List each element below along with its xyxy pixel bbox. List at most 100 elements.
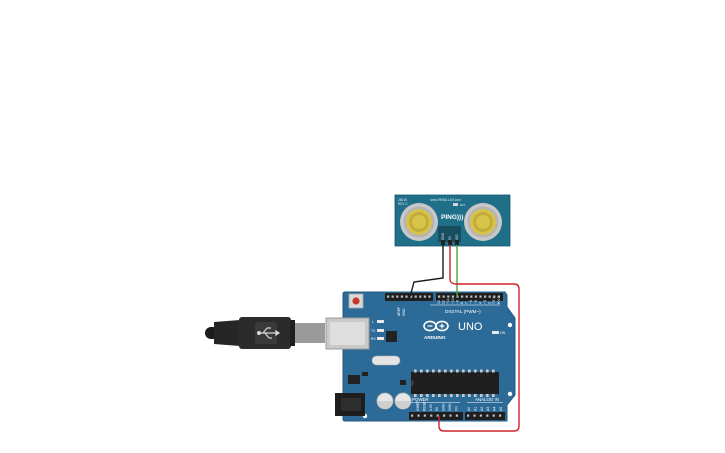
sensor-pin-header [438,226,461,242]
header-pin-hole[interactable] [436,414,439,417]
header-pin-hole[interactable] [423,414,426,417]
top-pin-number: 12 [442,300,446,304]
sensor-pin-label-gnd: GND [441,232,445,240]
header-pin-hole[interactable] [497,295,500,298]
usb-b-socket-face [330,322,365,345]
header-pin-hole[interactable] [492,414,495,417]
sensor-pin-5v[interactable] [448,240,452,245]
header-pin-hole[interactable] [405,295,408,298]
chip-pins-top [414,369,495,373]
header-pin-hole[interactable] [479,295,482,298]
digital-header-left[interactable] [385,293,433,301]
header-pin-hole[interactable] [387,295,390,298]
header-pin-hole[interactable] [474,295,477,298]
power-header-label: POWER [412,397,429,402]
header-pin-hole[interactable] [465,295,468,298]
chip-pin [414,394,417,397]
crystal-oscillator [371,355,401,366]
chip-pin [438,369,441,373]
header-pin-hole[interactable] [473,414,476,417]
chip-pin [474,394,477,397]
chip-pin [444,394,447,397]
chip-pin [486,394,489,397]
header-pin-hole[interactable] [443,414,446,417]
sensor-act-led [453,203,458,206]
header-pin-hole[interactable] [391,295,394,298]
header-pin-hole[interactable] [423,295,426,298]
smd-component [400,380,406,385]
led-l [377,320,384,323]
top-pin-number: ~11 [446,298,450,304]
power-header[interactable] [409,412,463,420]
chip-pin [444,369,447,373]
header-pin-hole[interactable] [428,295,431,298]
top-pin-number: ~3 [483,300,487,304]
chip-pin [450,394,453,397]
header-pin-hole[interactable] [400,295,403,298]
header-pin-hole[interactable] [451,295,454,298]
chip-pin [414,369,417,373]
wire-gnd-black[interactable] [409,245,444,298]
header-pin-hole[interactable] [484,295,487,298]
usb-chip [386,331,397,342]
header-pin-hole[interactable] [470,295,473,298]
header-pin-hole[interactable] [438,295,441,298]
pin-label-aref: AREF [397,307,401,316]
ping-ultrasonic-sensor[interactable]: www.PARALLAX.com 28015 REV C Act PING)))… [394,194,511,247]
wire-5v-red[interactable] [438,245,520,432]
power-pin-label: IOREF [416,401,420,411]
header-pin-hole[interactable] [411,414,414,417]
header-pin-hole[interactable] [486,414,489,417]
top-pin-number: 7 [465,302,469,304]
analog-pin-label: A5 [499,407,503,411]
header-pin-hole[interactable] [396,295,399,298]
bottom-pin-holes [411,414,502,417]
power-pin-label: 3.3V [429,403,433,411]
header-pin-hole[interactable] [417,414,420,417]
top-pin-holes [387,295,500,298]
chip-pin [486,369,489,373]
digital-header-right[interactable] [436,293,503,301]
header-pin-hole[interactable] [499,414,502,417]
header-pin-hole[interactable] [414,295,417,298]
chip-pin [426,394,429,397]
sensor-rev-sub: REV C [398,202,408,206]
voltage-regulator [348,375,360,384]
chip-pin [456,369,459,373]
chip-pin [450,369,453,373]
mounting-hole [507,391,513,397]
header-pin-hole[interactable] [467,414,470,417]
header-pin-hole[interactable] [449,414,452,417]
led-tx-label: TX [371,329,376,333]
header-pin-hole[interactable] [488,295,491,298]
analog-pin-label: A4 [493,407,497,411]
sensor-pin-sig[interactable] [455,240,459,245]
arduino-uno-board[interactable]: L TX RX ON UNO ARDUINO [325,291,516,422]
chip-pin [480,369,483,373]
reset-button-cap[interactable] [352,297,360,305]
header-pin-hole[interactable] [447,295,450,298]
header-pin-hole[interactable] [419,295,422,298]
chip-pin [480,394,483,397]
analog-header-label: ANALOG IN [475,397,499,402]
header-pin-hole[interactable] [493,295,496,298]
chip-pin [438,394,441,397]
analog-header[interactable] [465,412,505,420]
sensor-pin-gnd[interactable] [441,240,445,245]
chip-pin [420,369,423,373]
header-pin-hole[interactable] [410,295,413,298]
header-pin-hole[interactable] [455,414,458,417]
header-pin-hole[interactable] [461,295,464,298]
arduino-infinity-logo-icon [423,320,449,332]
power-pin-label: Vin [454,406,458,411]
brand-name: ARDUINO [424,335,446,340]
header-pin-hole[interactable] [479,414,482,417]
header-pin-hole[interactable] [430,414,433,417]
usb-cable[interactable] [205,317,325,349]
led-on-label: ON [500,331,506,335]
header-pin-hole[interactable] [442,295,445,298]
transducer-left [400,203,438,241]
